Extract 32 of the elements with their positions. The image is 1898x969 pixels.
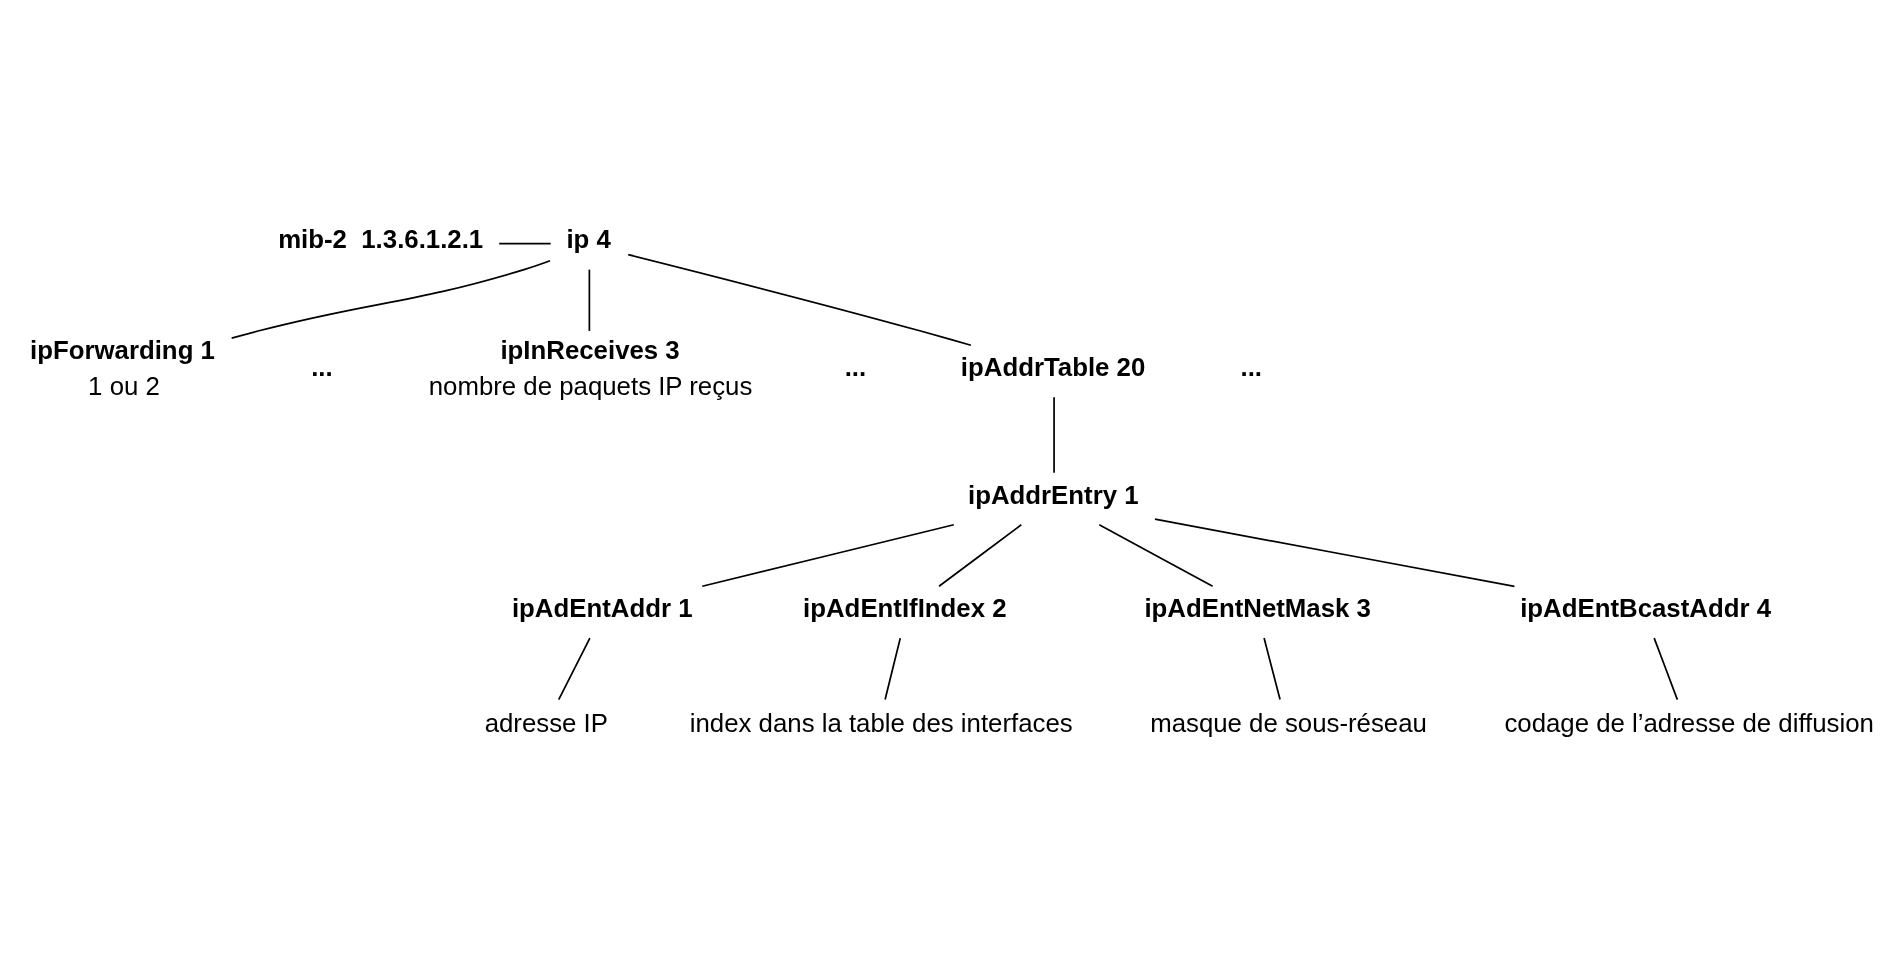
node-text: ip 4 <box>566 225 611 254</box>
connector <box>498 242 552 245</box>
node-text: ipAdEntAddr 1 <box>511 594 693 623</box>
label: ... <box>844 353 867 382</box>
node-text: codage de l’adresse de diffusion <box>1504 708 1874 737</box>
connector <box>230 259 551 339</box>
node-text: ipInReceives 3 <box>500 335 680 364</box>
connector <box>1263 637 1281 701</box>
connector <box>1098 523 1214 588</box>
node-text: ipAddrTable 20 <box>960 353 1146 382</box>
connector <box>627 253 972 347</box>
connector <box>938 523 1023 588</box>
label: ... <box>1240 353 1263 382</box>
node-text: adresse IP <box>484 708 608 737</box>
connector <box>1653 637 1679 701</box>
connector <box>588 268 591 332</box>
node-text: index dans la table des interfaces <box>689 708 1073 737</box>
node-text: ipAddrEntry 1 <box>968 480 1139 509</box>
connector <box>701 523 955 588</box>
connector <box>557 637 591 701</box>
connector <box>884 637 902 701</box>
node-label: nombre de paquets IP reçus <box>428 371 753 400</box>
label: ... <box>311 353 333 382</box>
node-text: mib-2 1.3.6.1.2.1 <box>278 225 484 254</box>
node-text: ipAdEntIfIndex 2 <box>803 594 1007 623</box>
node-label: 1 ou 2 <box>88 371 160 400</box>
node-text: ipForwarding 1 <box>30 335 215 364</box>
node-text: ipAdEntBcastAddr 4 <box>1520 594 1771 623</box>
connector <box>1154 518 1516 588</box>
node-text: ipAdEntNetMask 3 <box>1144 594 1371 623</box>
connector <box>1053 396 1055 474</box>
node-text: masque de sous-réseau <box>1150 708 1427 737</box>
